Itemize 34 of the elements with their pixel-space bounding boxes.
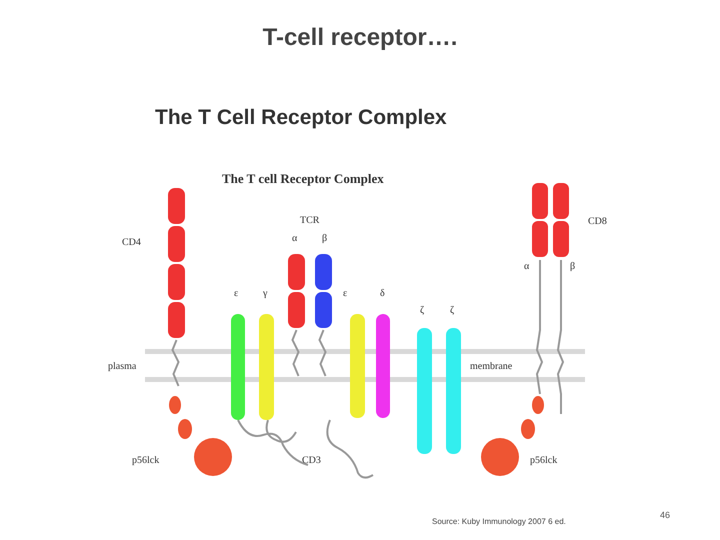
chain-label: CD8 (588, 217, 607, 227)
cd3-chain-bar (259, 314, 274, 420)
chain-label: ζ (420, 306, 424, 316)
chain-label: CD4 (122, 238, 141, 248)
chain-label: p56lck (530, 456, 558, 466)
chain-label: p56lck (132, 456, 160, 466)
membrane-label: plasma (108, 362, 136, 372)
chain-label: ζ (450, 306, 454, 316)
chain-label: α (524, 262, 530, 272)
chain-label: γ (263, 289, 268, 299)
cd3-chain-bar (231, 314, 245, 420)
cd3-chain-bar (350, 314, 365, 418)
page-number: 46 (660, 511, 670, 520)
slide-subtitle: The T Cell Receptor Complex (155, 107, 447, 128)
cd3-chain-bar (446, 328, 461, 454)
complex-label: TCR (300, 216, 320, 226)
chain-label: α (292, 234, 298, 244)
membrane-label: membrane (470, 362, 512, 372)
p56lck-kinase (169, 396, 232, 476)
chain-label: δ (380, 289, 385, 299)
chain-label: β (570, 262, 576, 272)
cd3-chain-bar (376, 314, 390, 418)
slide-title: T-cell receptor…. (262, 26, 458, 50)
complex-label: CD3 (302, 456, 321, 466)
source-note: Source: Kuby Immunology 2007 6 ed. (432, 518, 566, 526)
cd3-chain-bar (417, 328, 432, 454)
chain-label: ε (343, 289, 348, 299)
figure-title: The T cell Receptor Complex (222, 172, 384, 185)
chain-label: β (322, 234, 328, 244)
protein-domain-chain (168, 188, 185, 386)
cd8-coreceptor (532, 183, 569, 415)
protein-domain-chain (288, 254, 305, 376)
protein-domain-chain (315, 254, 332, 376)
chain-label: ε (234, 289, 238, 299)
